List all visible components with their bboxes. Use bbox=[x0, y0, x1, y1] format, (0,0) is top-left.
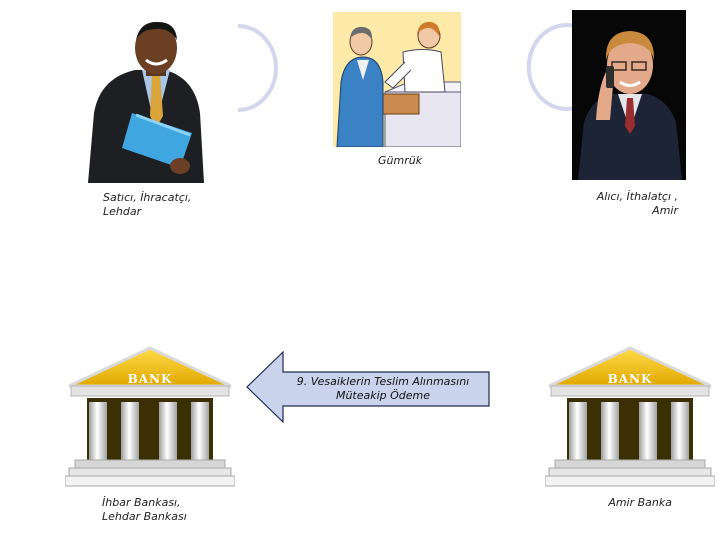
customs-label: Gümrük bbox=[378, 154, 458, 168]
right-bank-sign: BANK bbox=[590, 372, 670, 386]
buyer-label: Alıcı, İthalatçı , Amir bbox=[560, 190, 678, 218]
left-bank-label: İhbar Bankası, Lehdar Bankası bbox=[102, 496, 242, 524]
customs-clipart-image bbox=[333, 12, 461, 147]
left-bank-building-icon bbox=[65, 346, 235, 488]
decorative-ring-left bbox=[200, 20, 280, 115]
seller-businessman-image bbox=[80, 18, 210, 183]
right-bank-building-icon bbox=[545, 346, 715, 488]
payment-arrow-label: 9. Vesaiklerin Teslim Alınmasını Müteaki… bbox=[278, 375, 488, 403]
seller-label: Satıcı, İhracatçı, Lehdar bbox=[103, 191, 243, 219]
left-bank-sign: BANK bbox=[110, 372, 190, 386]
right-bank-label: Amir Banka bbox=[560, 496, 672, 510]
buyer-businessman-phone-image bbox=[572, 10, 686, 180]
